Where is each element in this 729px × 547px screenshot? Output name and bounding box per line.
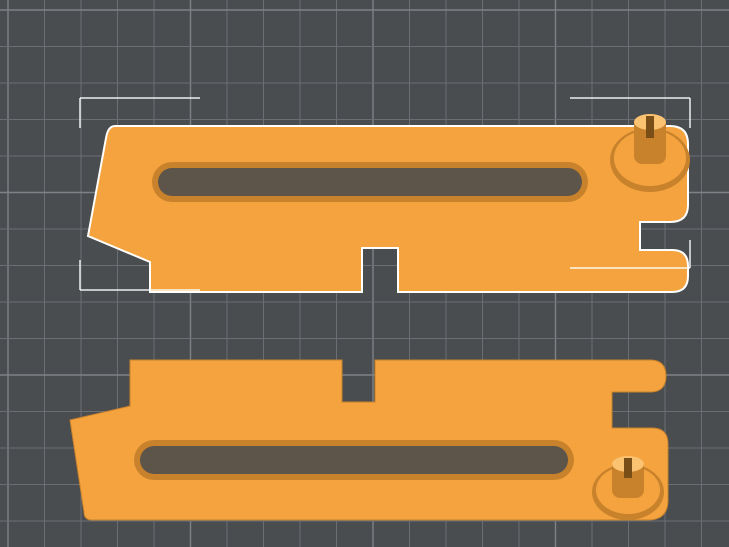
- part-bottom-peg: [592, 456, 664, 520]
- selection-bounding-box: [79, 97, 691, 291]
- part-bottom-slot-inner: [140, 446, 568, 474]
- part-top-peg: [610, 114, 690, 192]
- part-top-slot-inner: [158, 168, 582, 196]
- part-top[interactable]: [79, 97, 691, 293]
- part-bottom[interactable]: [69, 359, 669, 521]
